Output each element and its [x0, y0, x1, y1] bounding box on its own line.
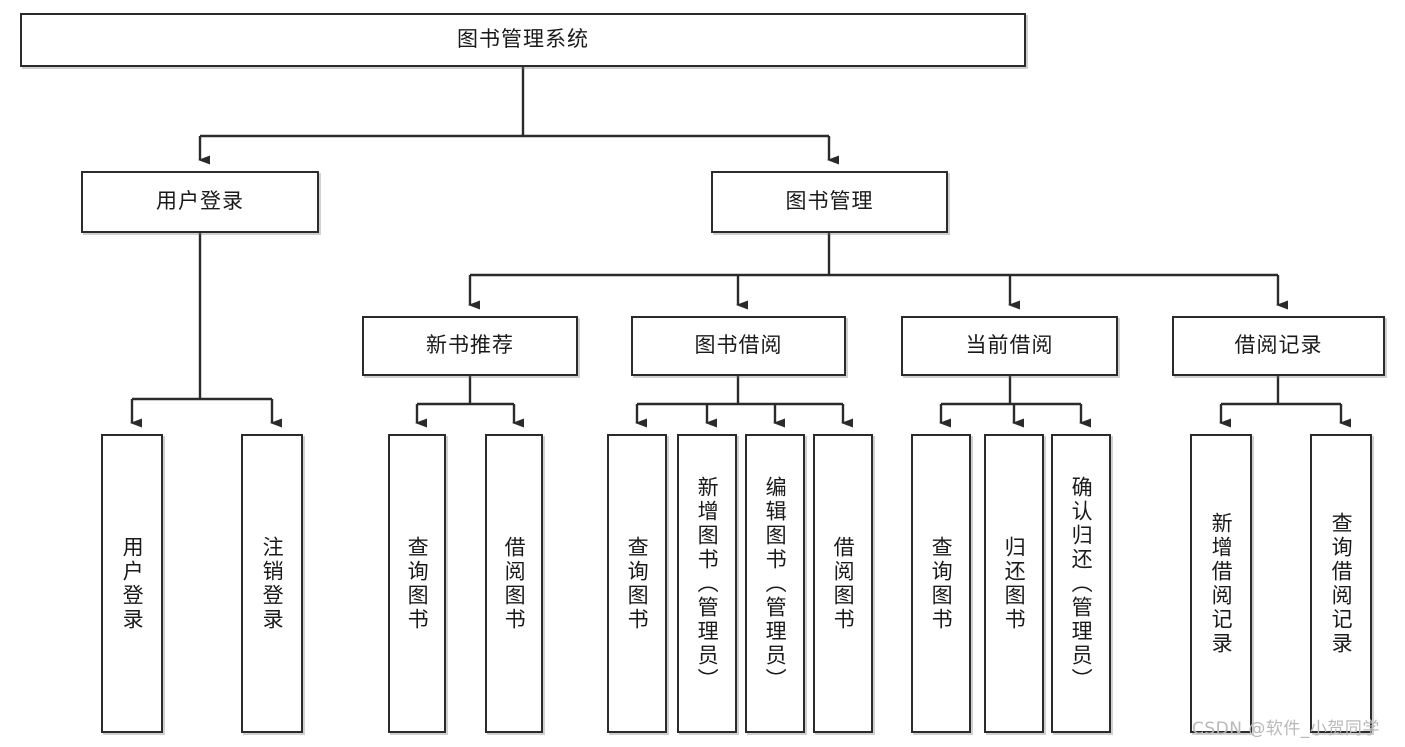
node-box-current-borrow[interactable]: 当前借阅 — [901, 316, 1118, 376]
node-label-user-login: 用户登录 — [156, 189, 244, 214]
node-label-leaf-cur-confirm: 确认归还（管理员） — [1069, 475, 1094, 692]
node-box-leaf-user-login[interactable]: 用户登录 — [101, 434, 163, 733]
node-box-leaf-cur-confirm[interactable]: 确认归还（管理员） — [1051, 434, 1111, 733]
node-box-borrow-record[interactable]: 借阅记录 — [1172, 316, 1385, 376]
node-box-new-book-rec[interactable]: 新书推荐 — [362, 316, 578, 376]
node-label-leaf-rec-borrow: 借阅图书 — [502, 535, 527, 632]
node-box-book-borrow[interactable]: 图书借阅 — [631, 316, 846, 376]
node-box-leaf-cur-query[interactable]: 查询图书 — [911, 434, 971, 733]
node-label-leaf-user-logout: 注销登录 — [260, 535, 285, 632]
node-label-leaf-cur-return: 归还图书 — [1002, 535, 1027, 632]
node-label-leaf-user-login: 用户登录 — [120, 535, 145, 632]
node-box-leaf-borrow-edit[interactable]: 编辑图书（管理员） — [745, 434, 805, 733]
node-label-book-manage: 图书管理 — [785, 189, 874, 214]
node-label-new-book-rec: 新书推荐 — [426, 333, 514, 358]
node-box-leaf-user-logout[interactable]: 注销登录 — [241, 434, 303, 733]
node-box-leaf-borrow-do[interactable]: 借阅图书 — [813, 434, 873, 733]
node-box-leaf-rec-add[interactable]: 新增借阅记录 — [1190, 434, 1252, 733]
node-label-root: 图书管理系统 — [457, 27, 589, 52]
node-box-leaf-rec-search[interactable]: 查询借阅记录 — [1310, 434, 1372, 733]
node-box-leaf-borrow-add[interactable]: 新增图书（管理员） — [677, 434, 737, 733]
node-box-leaf-cur-return[interactable]: 归还图书 — [984, 434, 1044, 733]
node-label-leaf-borrow-edit: 编辑图书（管理员） — [763, 475, 788, 692]
node-box-leaf-rec-query[interactable]: 查询图书 — [388, 434, 446, 733]
node-box-root[interactable]: 图书管理系统 — [20, 13, 1026, 67]
node-label-borrow-record: 借阅记录 — [1234, 333, 1323, 358]
node-label-leaf-borrow-do: 借阅图书 — [831, 535, 856, 632]
node-box-leaf-rec-borrow[interactable]: 借阅图书 — [485, 434, 543, 733]
node-label-current-borrow: 当前借阅 — [965, 333, 1054, 358]
node-box-user-login[interactable]: 用户登录 — [81, 171, 319, 233]
node-label-leaf-rec-query: 查询图书 — [405, 535, 430, 632]
node-label-leaf-rec-add: 新增借阅记录 — [1209, 511, 1234, 656]
node-label-leaf-rec-search: 查询借阅记录 — [1329, 511, 1354, 656]
node-label-book-borrow: 图书借阅 — [694, 333, 783, 358]
node-label-leaf-cur-query: 查询图书 — [929, 535, 954, 632]
node-box-book-manage[interactable]: 图书管理 — [711, 171, 948, 233]
csdn-watermark: CSDN @软件_小贺同学 — [1192, 719, 1380, 739]
node-label-leaf-borrow-query: 查询图书 — [625, 535, 650, 632]
node-label-leaf-borrow-add: 新增图书（管理员） — [695, 475, 720, 692]
node-box-leaf-borrow-query[interactable]: 查询图书 — [607, 434, 667, 733]
